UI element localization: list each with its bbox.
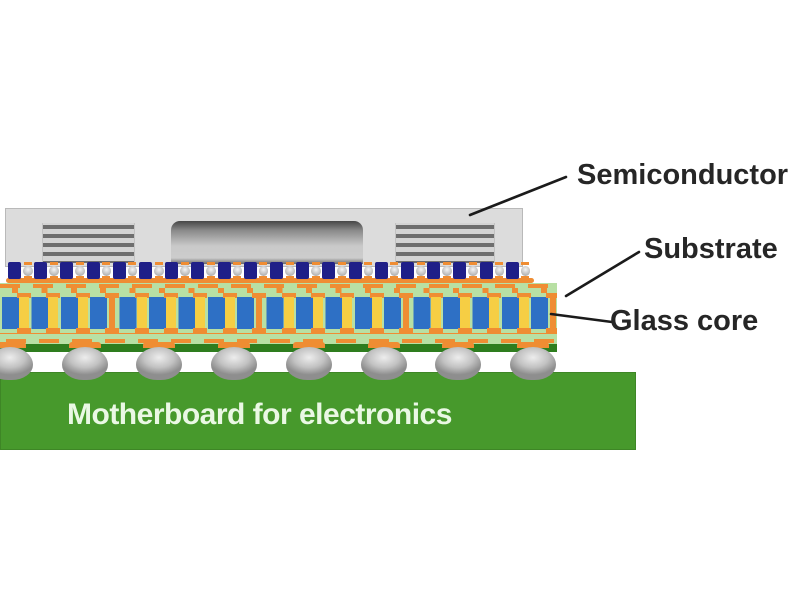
solder-ball-pad	[292, 342, 325, 348]
microbump	[453, 261, 480, 282]
label-semiconductor: Semiconductor	[577, 159, 789, 191]
motherboard: Motherboard for electronics	[0, 372, 636, 450]
through-glass-via	[252, 293, 267, 333]
through-glass-via	[399, 293, 414, 333]
through-glass-via	[75, 293, 90, 333]
solder-ball	[0, 347, 33, 380]
through-glass-via	[369, 293, 384, 333]
label-substrate: Substrate	[644, 233, 778, 265]
microbump	[270, 261, 297, 282]
through-glass-via	[193, 293, 208, 333]
microbump	[296, 261, 323, 282]
leader-line-glass-core	[549, 312, 614, 324]
solder-ball-pad	[367, 342, 400, 348]
solder-ball-pad	[218, 342, 251, 348]
solder-ball	[285, 347, 332, 380]
solder-ball-pad	[143, 342, 176, 348]
solder-ball-pad	[442, 342, 475, 348]
through-glass-via	[17, 293, 31, 333]
microbump	[401, 261, 428, 282]
microbump	[34, 261, 61, 282]
leader-line-substrate	[564, 250, 641, 298]
through-glass-via	[487, 293, 502, 333]
through-glass-via	[311, 293, 325, 333]
microbump	[86, 261, 114, 282]
solder-ball	[136, 347, 183, 380]
through-glass-via	[222, 293, 237, 333]
through-glass-via	[281, 293, 296, 333]
microbump	[60, 261, 87, 282]
microbump-row	[8, 261, 532, 282]
through-glass-via	[458, 293, 472, 333]
through-glass-via	[340, 293, 355, 333]
microbump	[217, 261, 245, 282]
microbump	[139, 261, 166, 282]
through-glass-via	[134, 293, 149, 333]
solder-ball	[509, 347, 556, 380]
solder-resist-strip	[0, 344, 557, 352]
microbump	[243, 261, 271, 282]
label-glass-core: Glass core	[610, 305, 759, 337]
through-glass-via	[516, 293, 531, 333]
microbump	[112, 261, 140, 282]
through-glass-via	[105, 293, 120, 333]
through-glass-via	[164, 293, 178, 333]
microbump	[348, 261, 376, 282]
solder-ball-pad	[516, 342, 549, 348]
microbump	[165, 261, 192, 282]
bump-underline	[6, 278, 534, 283]
chip-stack-right	[395, 223, 495, 263]
microbump	[505, 261, 532, 282]
microbump	[322, 261, 349, 282]
microbump	[479, 261, 507, 282]
through-glass-via	[428, 293, 443, 333]
microbump	[374, 261, 402, 282]
chip-stack-left	[42, 223, 135, 263]
glass-core-layer	[0, 293, 557, 333]
center-die	[171, 221, 363, 264]
solder-ball-pad	[0, 342, 26, 348]
microbump	[427, 261, 454, 282]
solder-ball	[360, 347, 407, 380]
through-glass-via	[46, 293, 61, 333]
motherboard-label: Motherboard for electronics	[67, 398, 452, 431]
solder-ball-pad	[68, 342, 101, 348]
substrate-buildup-top	[0, 283, 557, 296]
solder-ball	[435, 347, 482, 380]
through-glass-via	[546, 293, 557, 333]
microbump	[191, 261, 218, 282]
solder-ball	[211, 347, 258, 380]
microbump	[8, 261, 35, 282]
solder-ball	[61, 347, 108, 380]
